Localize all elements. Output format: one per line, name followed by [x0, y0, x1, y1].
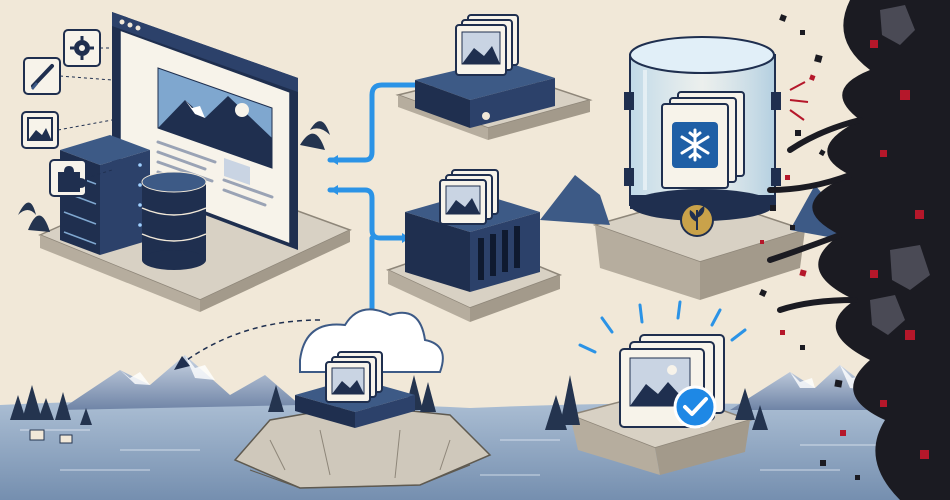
gear-icon	[63, 29, 101, 67]
cloud-island-rock	[233, 404, 492, 489]
dark-corruption	[767, 0, 950, 500]
verified-glow-rays	[578, 300, 747, 354]
database-icon	[141, 171, 207, 270]
photo-stack-top	[455, 14, 519, 76]
storage-drive-top	[415, 60, 555, 128]
puzzle-piece-icon	[49, 159, 87, 197]
paintbrush-icon	[23, 57, 61, 95]
scatter-particles	[759, 14, 860, 480]
mountains-left	[60, 355, 300, 410]
crack-burst	[789, 81, 809, 121]
photo-stack-cloud	[325, 351, 383, 403]
plants-left	[18, 121, 330, 232]
snowflake-icon	[680, 128, 710, 162]
photo-stack-middle	[439, 169, 499, 225]
connection-lines	[327, 82, 418, 323]
dashed-arrow	[174, 319, 321, 370]
checkmark-icon	[673, 385, 717, 429]
leaf-icon	[680, 203, 714, 237]
verified-trees	[545, 375, 768, 430]
forest-left	[10, 385, 92, 444]
plugin-connectors	[57, 47, 113, 179]
image-icon	[21, 111, 59, 149]
